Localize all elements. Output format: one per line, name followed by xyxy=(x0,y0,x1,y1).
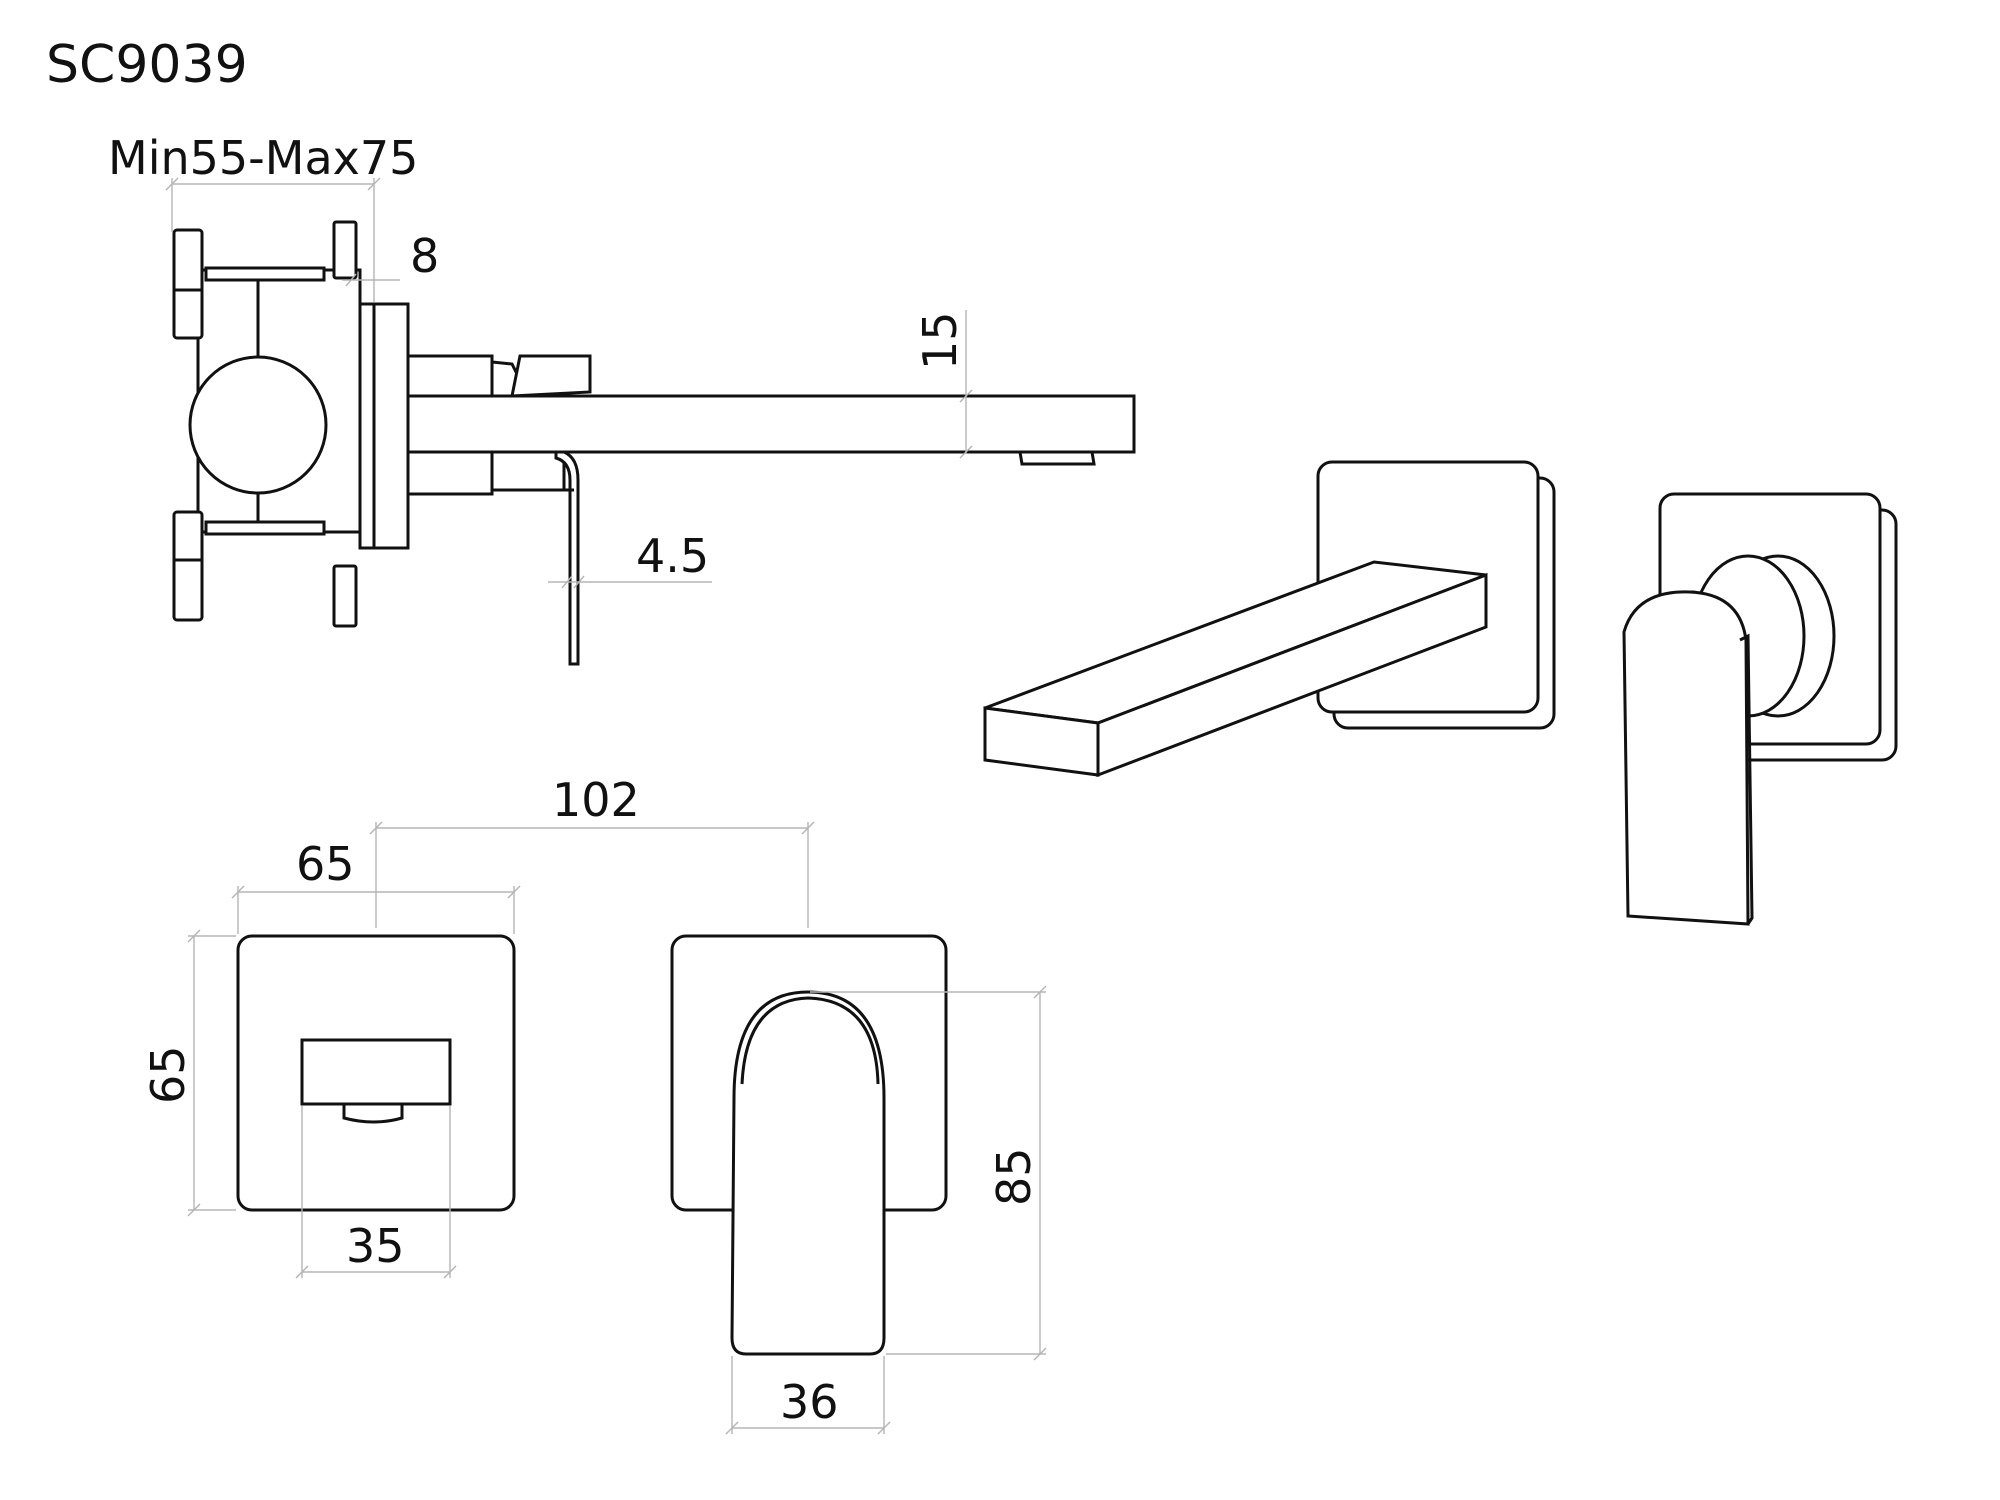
isometric-view xyxy=(983,460,1898,926)
wall-plate-outer xyxy=(372,302,410,550)
front-view-dimensions: 102 65 65 35 85 36 xyxy=(141,773,1047,1435)
iso-spout-end xyxy=(983,706,1100,777)
iso-lever xyxy=(1622,590,1750,926)
lever-height-label: 85 xyxy=(987,1147,1041,1206)
plate-height-label: 65 xyxy=(141,1045,195,1104)
front-lever xyxy=(730,990,886,1356)
model-code: SC9039 xyxy=(46,35,248,95)
front-aerator xyxy=(342,1102,404,1124)
center-distance-label: 102 xyxy=(552,773,640,827)
wall-depth-label: Min55-Max75 xyxy=(108,131,418,185)
front-view-spout xyxy=(236,934,516,1212)
spout-width-label: 35 xyxy=(346,1219,405,1273)
aerator xyxy=(1018,450,1096,466)
side-view-dimensions: Min55-Max75 8 15 4.5 xyxy=(108,131,973,589)
spout-height-label: 15 xyxy=(913,311,967,370)
bracket-bottom-left xyxy=(172,510,204,622)
plate-width-label: 65 xyxy=(296,837,355,891)
wall-plate-inner xyxy=(358,302,376,550)
front-spout xyxy=(300,1038,452,1106)
lever-thickness-label: 4.5 xyxy=(636,529,709,583)
cartridge-circle xyxy=(188,355,328,495)
bracket-top-left xyxy=(172,228,204,340)
side-view xyxy=(172,220,1136,666)
lever-width-label: 36 xyxy=(780,1375,839,1429)
plate-thickness-label: 8 xyxy=(410,229,439,283)
front-view-mixer xyxy=(670,934,948,1356)
spout-side xyxy=(406,394,1136,454)
lever-side xyxy=(554,450,580,666)
